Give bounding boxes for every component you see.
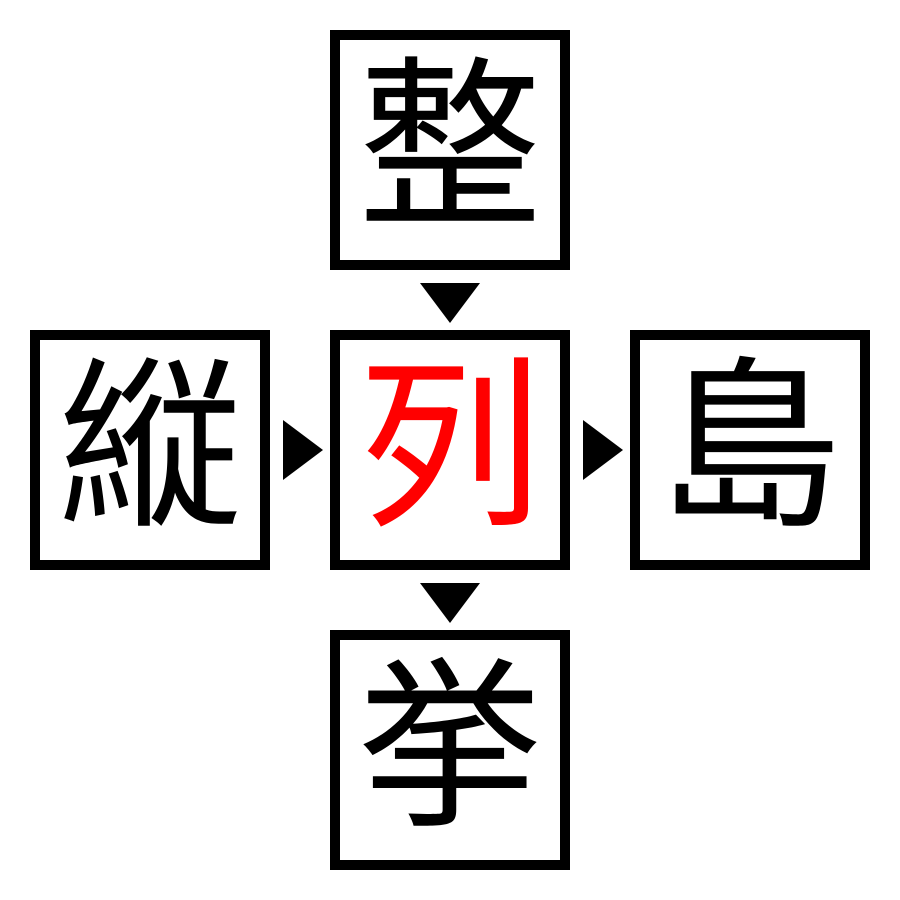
kanji-cell-bottom: 挙	[330, 630, 570, 870]
kanji-top: 整	[357, 41, 542, 255]
kanji-bottom: 挙	[357, 641, 542, 855]
kanji-center-answer: 列	[357, 341, 542, 555]
triangle-right-icon	[583, 420, 623, 480]
triangle-right-icon	[283, 420, 323, 480]
kanji-left: 縦	[57, 341, 242, 555]
triangle-down-icon	[420, 283, 480, 323]
kanji-right: 島	[657, 341, 842, 555]
kanji-cell-right: 島	[630, 330, 870, 570]
kanji-cell-left: 縦	[30, 330, 270, 570]
kanji-cell-center: 列	[330, 330, 570, 570]
kanji-cell-top: 整	[330, 30, 570, 270]
triangle-down-icon	[420, 583, 480, 623]
